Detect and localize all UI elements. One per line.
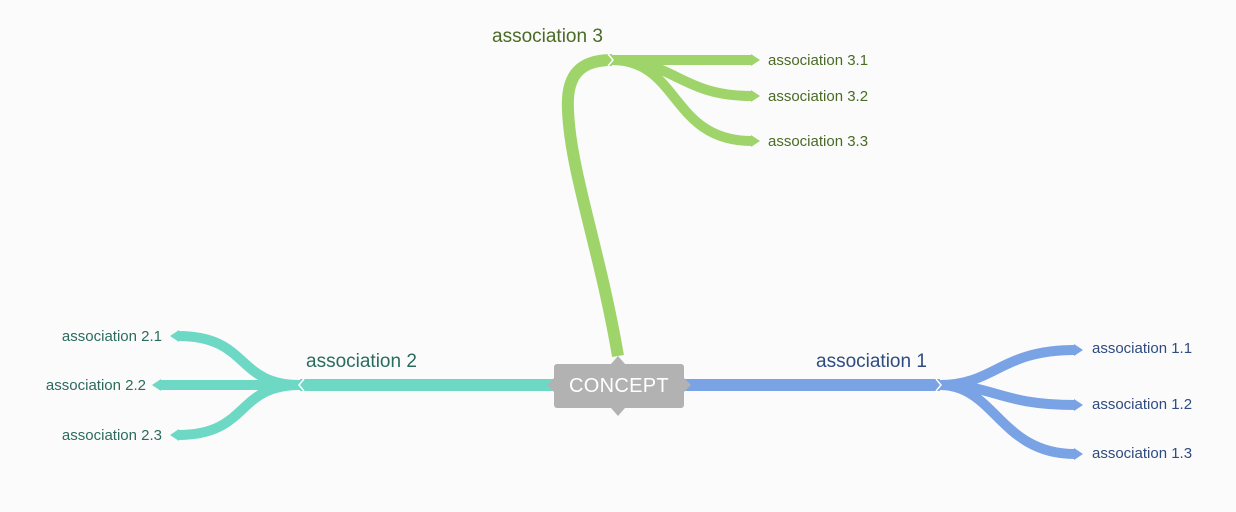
branch-3-junction-chevron: [607, 53, 614, 67]
branch-2-child-1-arrow: [170, 330, 179, 342]
branch-2-child-1-label[interactable]: association 2.1: [61, 328, 162, 345]
branch-2-child-3-line[interactable]: [177, 380, 301, 440]
branch-2-child-2-arrow: [152, 379, 161, 391]
branch-1-child-2-arrow: [1074, 399, 1083, 411]
branch-3-child-3-arrow: [751, 135, 760, 147]
branch-3-child-2-arrow: [751, 90, 760, 102]
branch-2-child-3-arrow: [170, 429, 179, 441]
branch-1-child-2-label[interactable]: association 1.2: [1092, 396, 1193, 413]
branch-1-child-1-arrow: [1074, 344, 1083, 356]
branch-3-label[interactable]: association 3: [492, 26, 603, 47]
branch-3-line[interactable]: [561, 54, 624, 358]
branch-1-child-3-arrow: [1074, 448, 1083, 460]
branch-1-child-3-line[interactable]: [939, 380, 1076, 459]
branch-1-child-1-line[interactable]: [939, 345, 1076, 390]
branch-3-child-3-label[interactable]: association 3.3: [768, 133, 869, 150]
branch-3-child-1-arrow: [751, 54, 760, 66]
branch-1-child-1-label[interactable]: association 1.1: [1092, 340, 1193, 357]
branch-2-label[interactable]: association 2: [306, 351, 417, 372]
branch-1-label[interactable]: association 1: [816, 351, 927, 372]
branch-3-child-2-label[interactable]: association 3.2: [768, 88, 869, 105]
branch-3-child-3-line[interactable]: [611, 55, 753, 146]
concept-node[interactable]: CONCEPT: [554, 364, 684, 408]
branch-3-child-1-label[interactable]: association 3.1: [768, 52, 869, 69]
branch-1-child-3-label[interactable]: association 1.3: [1092, 445, 1193, 462]
concept-label: CONCEPT: [569, 374, 669, 397]
branch-2-child-3-label[interactable]: association 2.3: [61, 427, 162, 444]
branch-2-child-2-label[interactable]: association 2.2: [45, 377, 146, 394]
branch-1-junction-chevron: [935, 378, 942, 392]
branch-2-child-1-line[interactable]: [177, 331, 301, 390]
branch-2-junction-chevron: [298, 378, 305, 392]
